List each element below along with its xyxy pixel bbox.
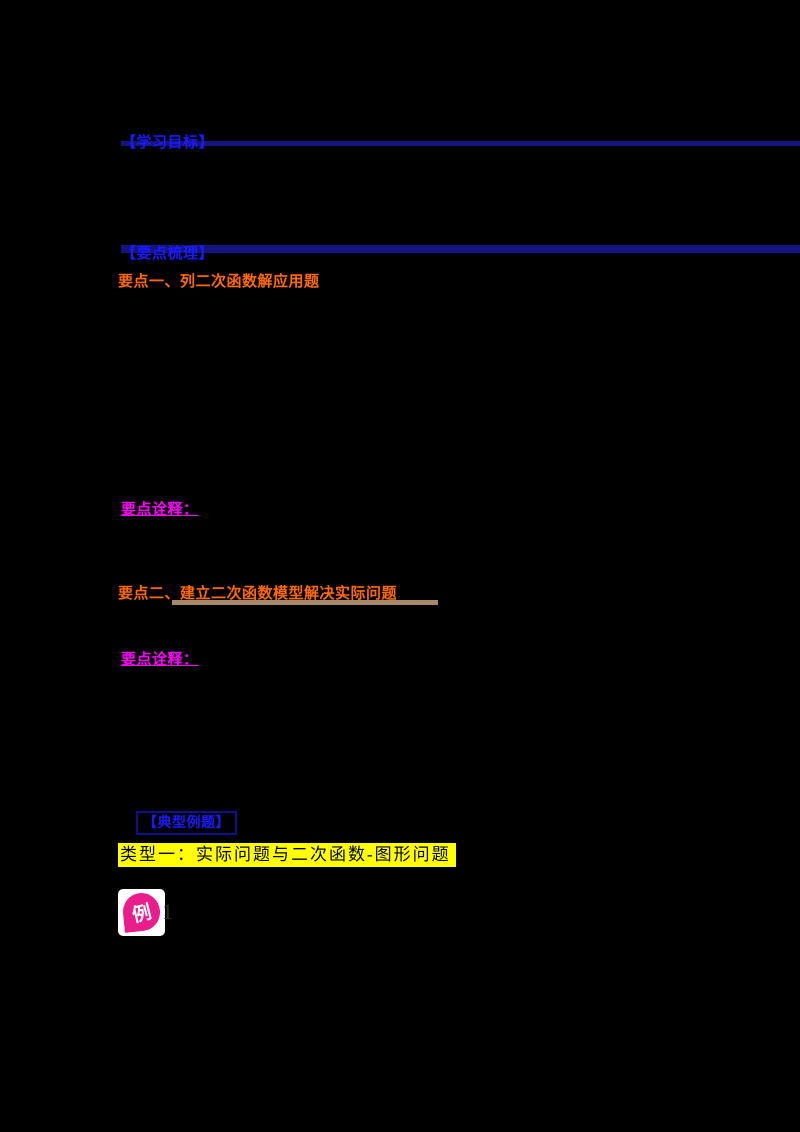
example-badge-icon: 例 [118,889,165,936]
section-heading-typical-examples: 【典型例题】 [136,811,237,835]
section-heading-learning-goal-label: 【学习目标】 [121,134,215,151]
section-heading-learning-goal: 【学习目标】 [121,134,800,151]
key-point-one-heading: 要点一、列二次函数解应用题 [118,273,320,290]
section-heading-key-points-label: 【要点梳理】 [121,245,215,262]
tan-underline-rule [172,600,438,605]
key-point-two-heading: 要点二、建立二次函数模型解决实际问题 [118,585,398,602]
section-heading-key-points: 【要点梳理】 [121,245,800,262]
annotation-label-one: 要点诠释： [121,501,199,518]
example-number: 1 [162,899,173,924]
type-one-highlighted-heading: 类型一：实际问题与二次函数-图形问题 [118,843,456,867]
annotation-label-two: 要点诠释： [121,651,199,668]
